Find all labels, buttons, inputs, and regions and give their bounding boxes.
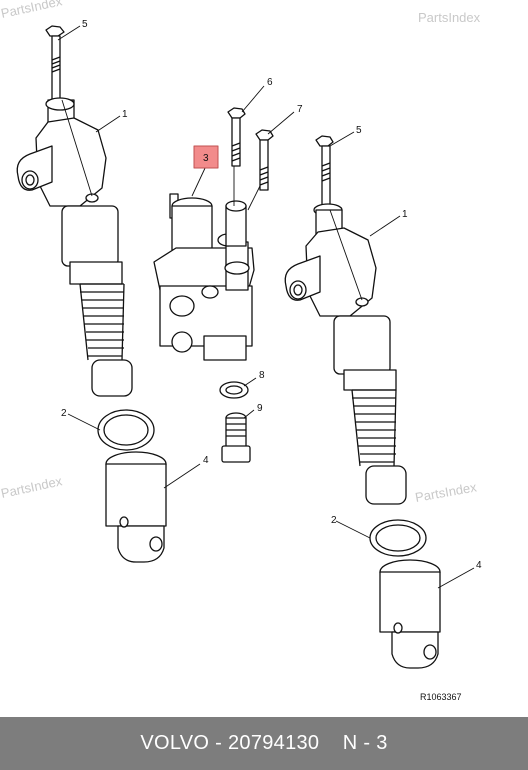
plunger-left [91, 359, 133, 397]
bolt-right [315, 135, 334, 209]
cylinder-body-left [16, 97, 123, 285]
reference-code: R1063367 [420, 692, 462, 702]
callout-4-left: 4 [203, 455, 209, 466]
plunger-right [365, 465, 407, 505]
callout-1-right: 1 [402, 209, 408, 220]
callout-5-left: 5 [82, 19, 88, 30]
callout-2-left: 2 [61, 408, 67, 419]
watermark: PartsIndex [0, 0, 64, 21]
bolt-7 [255, 129, 274, 191]
valve-body-3 [153, 193, 255, 361]
cylinder-body-right [284, 203, 397, 391]
callout-7: 7 [297, 104, 303, 115]
callout-9: 9 [257, 403, 263, 414]
watermark: PartsIndex [0, 473, 64, 501]
footer-brand: VOLVO [140, 732, 210, 754]
fork-right [379, 559, 441, 669]
footer-position: N - 3 [342, 732, 388, 754]
sleeve [225, 200, 247, 247]
watermark: PartsIndex [418, 10, 481, 25]
callout-5-right: 5 [356, 125, 362, 136]
callout-3: 3 [203, 153, 209, 164]
part-info-footer: VOLVO - 20794130 N - 3 [0, 717, 528, 770]
o-ring-right [369, 519, 427, 557]
spring-left [79, 283, 125, 361]
watermark: PartsIndex [414, 479, 478, 505]
footer-part-number: 20794130 [227, 732, 320, 754]
fork-left [105, 451, 167, 563]
footer-separator: - [209, 732, 228, 754]
spring-right [351, 389, 397, 467]
callout-1-left: 1 [122, 109, 128, 120]
callout-2-right: 2 [331, 515, 337, 526]
callout-4-right: 4 [476, 560, 482, 571]
callout-6: 6 [267, 77, 273, 88]
exploded-parts-diagram: PartsIndex PartsIndex PartsIndex PartsIn… [0, 0, 482, 702]
leader-lines [57, 25, 475, 589]
fitting-9 [221, 412, 251, 463]
bolt-6 [227, 107, 246, 167]
o-ring-left [97, 409, 155, 451]
callout-8: 8 [259, 370, 265, 381]
footer-spacer [319, 732, 342, 755]
highlight-part-3 [193, 145, 219, 169]
seal-8 [219, 381, 249, 399]
